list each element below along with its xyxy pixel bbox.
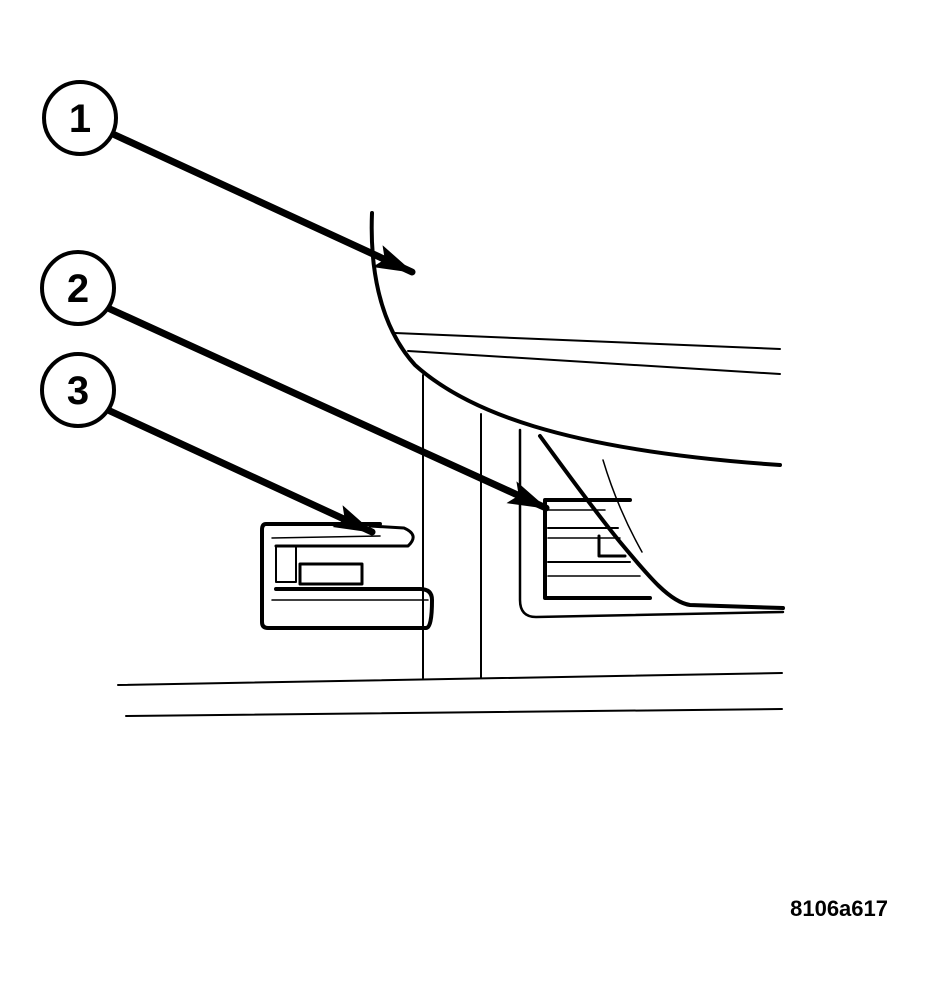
leader-arrow-1: [111, 131, 416, 276]
floor-line-upper: [117, 672, 783, 686]
callout-label: 3: [67, 369, 89, 413]
loose-clip-block: [298, 562, 364, 586]
leader-arrow-2: [106, 305, 550, 512]
body-line-lower: [407, 350, 781, 375]
callout-2: 2: [40, 250, 116, 326]
installed-clip: [543, 498, 652, 600]
callout-label: 1: [69, 97, 91, 141]
loose-clip: [260, 522, 434, 630]
leader-lines: [106, 131, 550, 536]
callout-circle: [40, 250, 116, 326]
callout-circle: [42, 80, 118, 156]
loose-clip-slot: [275, 545, 297, 583]
recess-opening: [518, 428, 785, 619]
callout-circle: [40, 352, 116, 428]
leader-arrow-3: [106, 407, 376, 536]
floor-line-lower: [125, 708, 783, 717]
loose-clip-outline: [260, 522, 434, 630]
loose-clip-tip: [274, 524, 415, 548]
installed-clip-tab: [597, 534, 627, 558]
installed-clip-outline: [543, 498, 652, 600]
recess-rear-curve: [538, 434, 785, 610]
callout-1: 1: [42, 80, 118, 156]
fascia-curve: [369, 211, 782, 467]
vehicle-body-drawing: [117, 211, 785, 717]
body-line-upper: [394, 332, 781, 350]
figure-id: 8106a617: [790, 896, 888, 921]
callout-3: 3: [40, 352, 116, 428]
callout-label: 2: [67, 267, 89, 311]
recess-inner-edge: [602, 459, 643, 553]
loose-clip-rib: [271, 535, 381, 539]
